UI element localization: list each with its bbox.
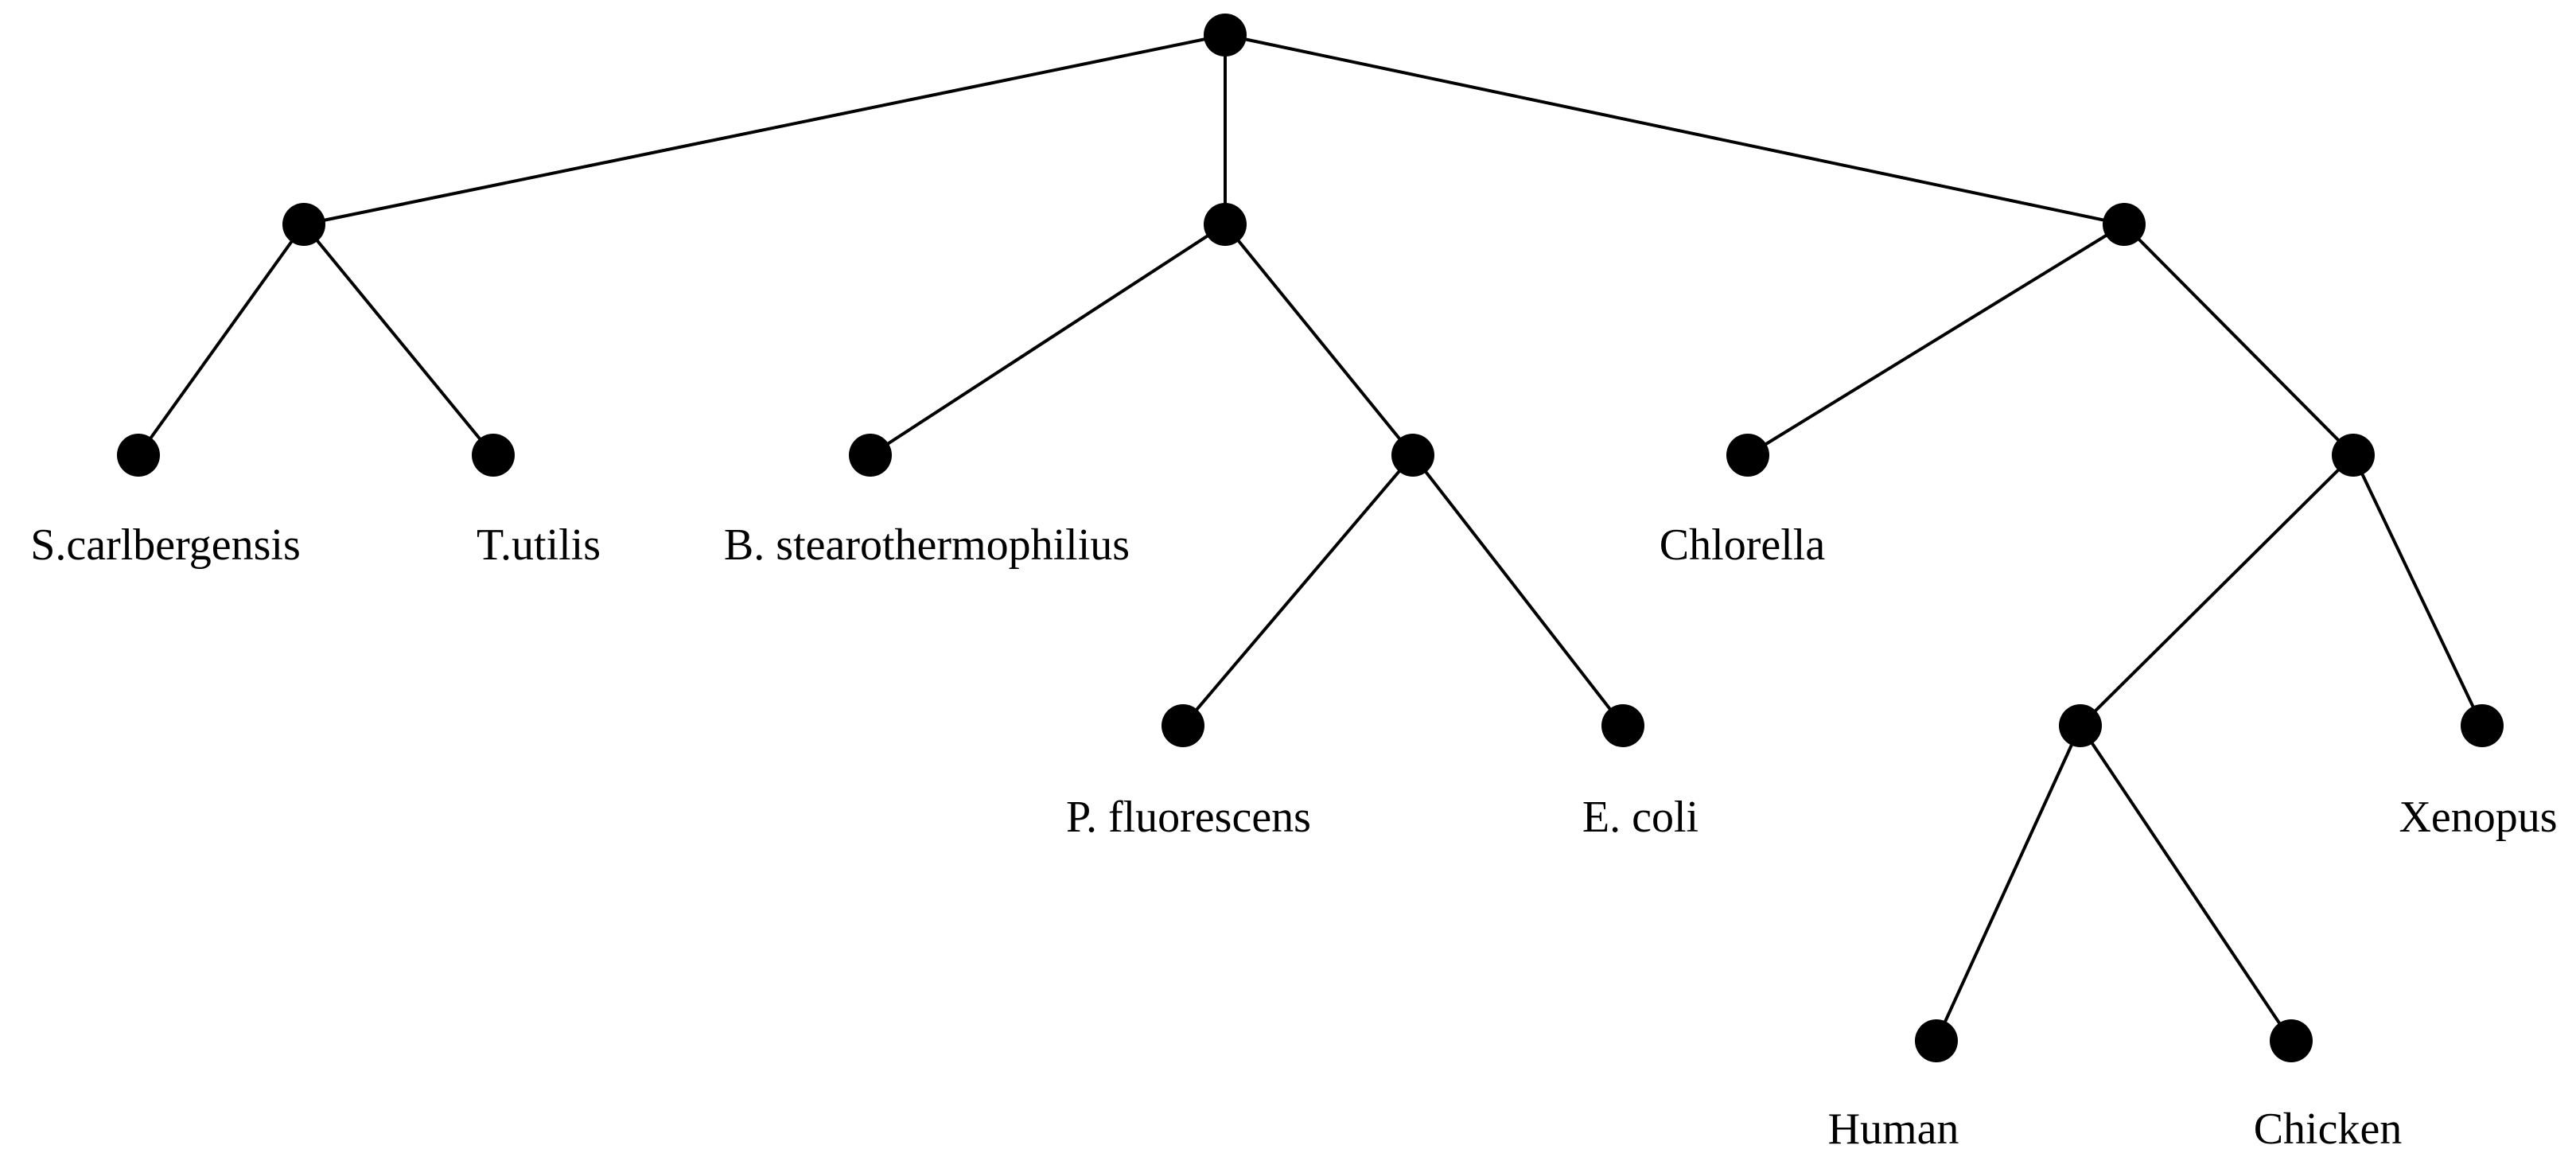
tree-node-chlorella bbox=[1726, 434, 1769, 477]
edge-n3b-xenopus bbox=[2352, 454, 2484, 727]
edge-n3b-n3c bbox=[2079, 454, 2355, 727]
leaf-label-b_stearothermophilius: B. stearothermophilius bbox=[724, 520, 1130, 570]
tree-edges bbox=[137, 33, 2484, 1042]
tree-node-human bbox=[1915, 1019, 1958, 1062]
tree-node-n2 bbox=[1204, 203, 1247, 246]
edge-n2-n2b bbox=[1224, 223, 1414, 457]
tree-node-e_coli bbox=[1601, 704, 1644, 747]
leaf-label-t_utilis: T.utilis bbox=[477, 520, 601, 570]
leaf-label-xenopus: Xenopus bbox=[2399, 793, 2557, 842]
tree-node-b_stearothermophilius bbox=[849, 434, 892, 477]
tree-node-chicken bbox=[2270, 1019, 2313, 1062]
tree-node-n3c bbox=[2059, 704, 2102, 747]
edge-n3c-chicken bbox=[2079, 724, 2293, 1042]
edge-root-n3 bbox=[1224, 33, 2125, 226]
tree-node-n2b bbox=[1391, 434, 1434, 477]
tree-labels: S.carlbergensis T.utilis B. stearothermoph… bbox=[30, 520, 2557, 1154]
tree-nodes bbox=[117, 14, 2504, 1062]
edge-n1-t_utilis bbox=[302, 223, 495, 457]
tree-node-n3b bbox=[2332, 434, 2375, 477]
edge-n2-b_stearothermophilius bbox=[869, 223, 1227, 457]
leaf-label-chicken: Chicken bbox=[2254, 1104, 2403, 1154]
tree-node-n1 bbox=[282, 203, 325, 246]
edge-n2b-e_coli bbox=[1411, 454, 1625, 727]
tree-node-root bbox=[1204, 14, 1247, 56]
edge-n3-chlorella bbox=[1746, 223, 2126, 457]
edge-root-n1 bbox=[303, 33, 1226, 226]
leaf-label-s_carlbergensis: S.carlbergensis bbox=[30, 520, 301, 570]
tree-node-p_fluorescens bbox=[1162, 704, 1204, 747]
edge-n1-s_carlbergensis bbox=[137, 223, 305, 457]
tree-node-s_carlbergensis bbox=[117, 434, 160, 477]
edge-n3-n3b bbox=[2123, 223, 2355, 457]
edge-n3c-human bbox=[1935, 725, 2082, 1042]
leaf-label-e_coli: E. coli bbox=[1582, 793, 1699, 842]
tree-node-t_utilis bbox=[472, 434, 515, 477]
leaf-label-chlorella: Chlorella bbox=[1660, 520, 1826, 570]
leaf-label-human: Human bbox=[1828, 1104, 1959, 1154]
tree-node-n3 bbox=[2103, 203, 2146, 246]
leaf-label-p_fluorescens: P. fluorescens bbox=[1066, 793, 1311, 842]
edge-n2b-p_fluorescens bbox=[1181, 454, 1414, 727]
tree-node-xenopus bbox=[2461, 704, 2504, 747]
